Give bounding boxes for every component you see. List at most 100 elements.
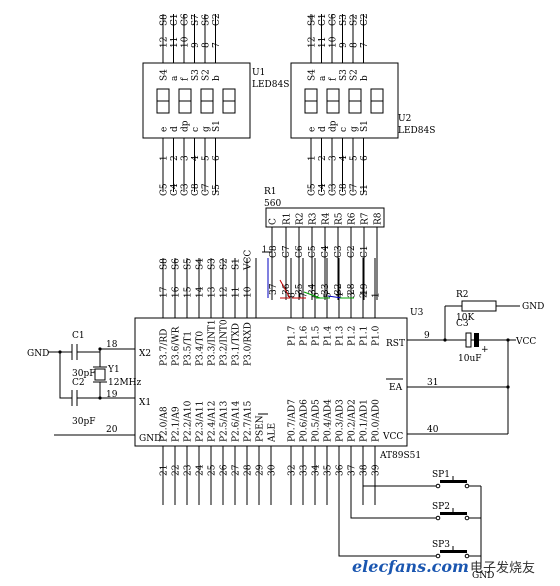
pin-signal: C5 [160, 183, 170, 196]
junction-dot [506, 385, 510, 389]
pin-signal: C1 [170, 13, 180, 26]
button-plunger [440, 480, 467, 483]
port0-pin-number: 34 [308, 283, 318, 295]
junction-dot [98, 347, 102, 351]
pin-signal: C8 [191, 183, 201, 196]
p1-pin-number: 6 [312, 292, 322, 298]
gnd-net-label-right: GND [522, 302, 544, 312]
p0-pin-name: P0.4/AD4 [324, 399, 334, 442]
pin-number: 1 [308, 155, 318, 161]
u2-part-label: LED84S [398, 126, 435, 136]
pin-number: 4 [339, 155, 349, 161]
pin-number: 8 [202, 42, 212, 48]
wire [338, 505, 437, 557]
p1-pin-number: 1 [372, 292, 382, 298]
pin-number: 3 [181, 155, 191, 161]
pin-number: 6 [212, 155, 222, 161]
port0-pin-number: 33 [321, 283, 331, 295]
r1-pin-label: R3 [309, 212, 319, 225]
port0-pin-number: 37 [269, 283, 279, 295]
button-plunger [440, 512, 467, 515]
pin-signal: C4 [318, 183, 328, 196]
segment-label: S4 [160, 69, 170, 81]
p1-pin-name: P1.6 [300, 325, 310, 346]
pin-number: 12 [308, 37, 318, 48]
p2-pin-number: 27 [232, 464, 242, 476]
segment-label: S3 [191, 69, 201, 81]
pin-number: 5 [350, 155, 360, 161]
pin-number: 7 [360, 42, 370, 48]
p0-pin-number: 33 [300, 464, 310, 476]
u1-part-label: LED84S [252, 80, 289, 90]
port0-pin-number: 36 [282, 283, 292, 295]
p3-signal: S5 [184, 258, 194, 270]
c3-plus: + [481, 345, 489, 355]
segment-label: dp [329, 120, 339, 132]
segment-label: c [339, 127, 349, 132]
pin-number: 12 [160, 37, 170, 48]
pin-signal: C2 [360, 13, 370, 26]
p3-signal: S8 [160, 258, 170, 270]
pin-signal: C8 [339, 183, 349, 196]
port0-pin-number: 19 [360, 283, 370, 295]
segment-label: c [191, 127, 201, 132]
p0-pin-number: 34 [312, 464, 322, 476]
pin-number: 1 [160, 155, 170, 161]
r1-pin-one: 1 [262, 245, 267, 254]
segment-label: d [318, 126, 328, 132]
pin18-number: 18 [106, 340, 118, 350]
pin-number: 9 [191, 42, 201, 48]
pin-number: 10 [181, 36, 191, 48]
c1-value: 30pF [72, 369, 95, 379]
r1-signal: C7 [282, 245, 292, 258]
p2-pin-number: 21 [160, 465, 170, 476]
p3-pin-number: 10 [244, 286, 254, 298]
pin-signal: C1 [318, 13, 328, 26]
p3-pin-name: P3.5/T1 [184, 331, 194, 366]
gnd-net-label-left: GND [27, 349, 49, 359]
p0-pin-name: P0.6/AD6 [300, 399, 310, 442]
segment-label: f [181, 77, 191, 81]
gnd-pin-label: GND [139, 434, 161, 444]
r1-signal: C3 [334, 245, 344, 258]
pin-signal: C7 [350, 183, 360, 196]
pin-signal: S4 [308, 14, 318, 26]
p3-pin-name: P3.3/INT1 [208, 319, 218, 366]
p3-pin-number: 14 [196, 286, 206, 298]
pin-number: 11 [318, 37, 328, 48]
p2-pin-number: 23 [184, 464, 194, 476]
watermark-cn: 电子发烧友 [470, 560, 535, 576]
segment-label: S2 [350, 69, 360, 81]
segment-label: g [202, 126, 212, 132]
segment-label: S2 [202, 69, 212, 81]
p3-signal: VCC [244, 250, 254, 271]
pin-number: 4 [191, 155, 201, 161]
p2-pin-name: P2.7/A15 [244, 400, 254, 442]
sp3-ref: SP3 [432, 540, 450, 550]
p1-pin-name: P1.5 [312, 325, 322, 346]
mcu-u3-body [134, 317, 408, 447]
r1-pin-label: R2 [296, 212, 306, 225]
p2-pin-name: P2.6/A14 [232, 400, 242, 442]
pin-signal: C6 [181, 13, 191, 26]
segment-label: S3 [339, 69, 349, 81]
r1-signal: C5 [308, 245, 318, 258]
segment-label: f [329, 77, 339, 81]
p3-pin-name: P3.1/TXD [232, 323, 242, 366]
pin-number: 8 [350, 42, 360, 48]
pin31-number: 31 [427, 378, 438, 388]
p3-signal: S3 [208, 258, 218, 270]
p1-pin-name: P1.7 [288, 325, 298, 346]
p1-pin-number: 8 [288, 292, 298, 298]
wire [303, 291, 321, 299]
segment-label: g [350, 126, 360, 132]
pin-signal: S2 [350, 14, 360, 26]
r1-signal: C2 [347, 245, 357, 258]
segment-label: dp [181, 120, 191, 132]
p0-pin-name: P0.1/AD1 [360, 399, 370, 442]
p3-signal: S4 [196, 258, 206, 270]
rst-label: RST [386, 339, 405, 349]
wire [350, 505, 437, 519]
pin-signal: S1 [360, 184, 370, 196]
